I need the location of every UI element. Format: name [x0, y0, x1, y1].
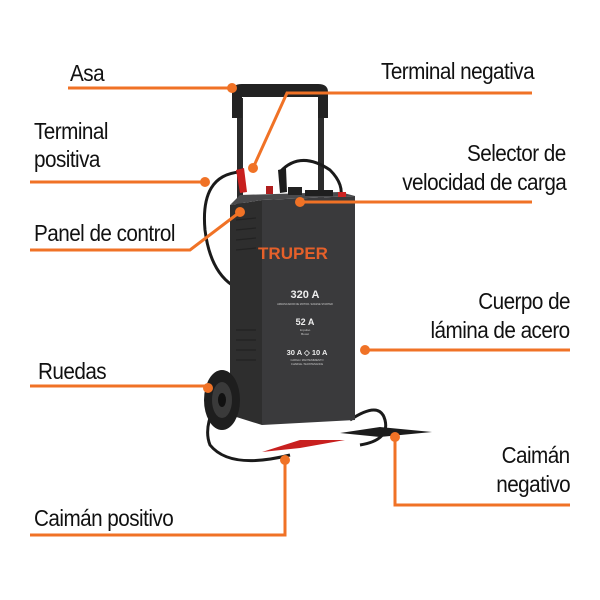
- rating-2-sub1: Impulso: [300, 328, 311, 332]
- label-caiman-negativo-2: negativo: [496, 471, 570, 497]
- label-selector-2: velocidad de carga: [401, 169, 567, 195]
- label-cuerpo-1: Cuerpo de: [478, 288, 570, 314]
- label-selector-1: Selector de: [467, 140, 566, 166]
- rating-1: 320 A: [291, 289, 320, 301]
- label-cuerpo-2: lámina de acero: [430, 317, 571, 343]
- rating-3-sub1: CARGA / MANTENIMIENTO: [291, 358, 324, 362]
- leader-caiman-positivo: [30, 460, 287, 537]
- leader-caiman-negativo: [393, 437, 570, 507]
- clamps: [236, 168, 432, 452]
- leader-lines: [30, 86, 570, 537]
- rating-1-sub: ARRANCADOR DE MOTOR / ENGINE STARTER: [277, 303, 333, 306]
- label-terminal-negativa: Terminal negativa: [380, 58, 535, 84]
- leader-terminal-negativa: [251, 91, 532, 169]
- leader-panel: [30, 210, 241, 252]
- rating-2: 52 A: [296, 317, 315, 327]
- label-asa: Asa: [70, 60, 105, 86]
- label-terminal-positiva-1: Terminal: [34, 118, 108, 144]
- leader-dots: [200, 83, 400, 465]
- label-terminal-positiva-2: positiva: [34, 146, 100, 172]
- charger-body: [230, 186, 355, 425]
- brand-logo: TRUPER: [258, 244, 328, 263]
- label-ruedas: Ruedas: [38, 358, 107, 384]
- label-caiman-positivo: Caimán positivo: [34, 505, 174, 531]
- wheel: [204, 370, 240, 430]
- rating-2-sub2: Boost: [301, 332, 309, 336]
- rating-3-sub2: CHARGE / MAINTENANCE: [291, 362, 323, 366]
- label-panel-de-control: Panel de control: [34, 220, 176, 246]
- rating-3: 30 A ◇ 10 A: [287, 348, 328, 357]
- label-caiman-negativo-1: Caimán: [501, 442, 571, 468]
